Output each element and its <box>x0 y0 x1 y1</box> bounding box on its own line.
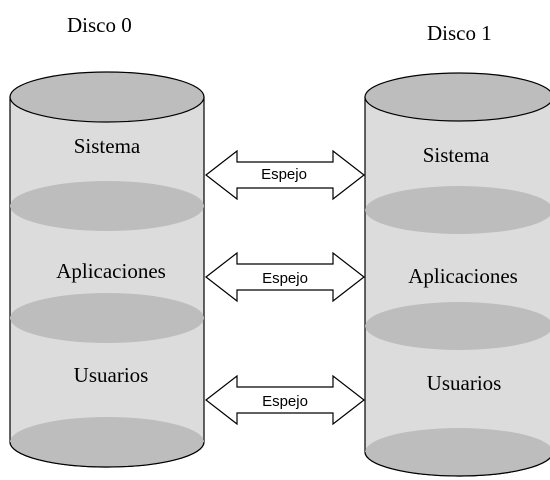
disk-0-partition-usuarios: Usuarios <box>73 363 149 387</box>
mirror-arrow-3 <box>205 374 365 426</box>
disk-1-partition-aplicaciones: Aplicaciones <box>408 264 518 288</box>
disk-1-partition-sistema: Sistema <box>422 143 490 167</box>
disk-0-bottom-rim <box>9 441 205 468</box>
disk-1-title: Disco 1 <box>427 21 492 45</box>
mirror-label-1: Espejo <box>261 166 307 183</box>
disk-0-cylinder <box>9 71 205 468</box>
disk-1-cylinder <box>364 72 550 477</box>
mirror-label-2: Espejo <box>262 270 308 287</box>
mirror-arrow-1 <box>205 149 365 201</box>
disk-1-divider-1 <box>365 186 550 234</box>
mirror-arrow-2 <box>205 251 365 303</box>
disk-0-divider-1 <box>10 181 204 231</box>
disk-1-partition-usuarios: Usuarios <box>426 371 502 395</box>
disk-1-divider-2 <box>365 302 550 350</box>
disk-1-top-ellipse <box>364 72 550 122</box>
disk-1-bottom-rim <box>364 451 550 477</box>
disk-1-bottom-ellipse <box>365 428 550 476</box>
disk-0-partition-aplicaciones: Aplicaciones <box>56 259 166 283</box>
mirror-label-3: Espejo <box>262 393 308 410</box>
disk-0-title: Disco 0 <box>67 13 132 37</box>
disk-0-top-ellipse <box>9 71 205 123</box>
disk-0-partition-sistema: Sistema <box>73 134 141 158</box>
disk-0-divider-2 <box>10 293 204 343</box>
disk-0-bottom-ellipse <box>10 417 204 467</box>
